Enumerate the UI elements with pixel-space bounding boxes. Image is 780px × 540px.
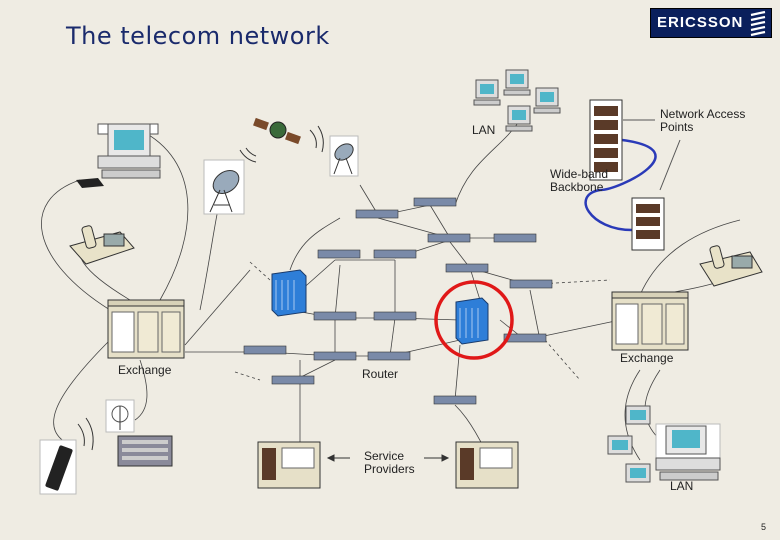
router-icon xyxy=(271,375,315,385)
computer-icon xyxy=(473,79,501,106)
router-icon xyxy=(503,333,547,343)
desktop-computer-icon xyxy=(655,423,721,481)
service-provider-server-left-icon xyxy=(257,441,321,489)
computer-icon xyxy=(625,463,651,483)
exchange-left-icon xyxy=(107,299,185,359)
router-icon xyxy=(367,351,411,361)
link xyxy=(134,359,148,421)
computer-icon xyxy=(503,69,531,96)
satellite-dish-right-icon xyxy=(329,135,359,177)
router-icon xyxy=(373,249,417,259)
computer-icon xyxy=(505,105,533,132)
radio-waves-icon xyxy=(77,417,94,451)
mobile-phone-icon xyxy=(39,439,77,495)
link xyxy=(639,219,741,296)
router-icon xyxy=(313,351,357,361)
blue-server-center-icon xyxy=(455,297,489,345)
link xyxy=(53,339,111,446)
router-icon xyxy=(493,233,537,243)
link xyxy=(544,339,581,381)
dashed-links xyxy=(234,261,611,381)
nap-rack-top xyxy=(589,99,623,181)
wideband-backbone-label: Wide-band Backbone xyxy=(550,167,609,194)
computer-icon xyxy=(607,435,633,455)
signal-waves-icon xyxy=(239,125,324,163)
router-icon xyxy=(355,209,399,219)
service-provider-arrows xyxy=(326,454,450,462)
router-icon xyxy=(317,249,361,259)
link xyxy=(389,317,396,357)
link xyxy=(449,241,471,269)
router-units xyxy=(243,197,553,405)
exchange-right-label: Exchange xyxy=(620,351,674,365)
router-icon xyxy=(413,197,457,207)
link xyxy=(289,217,341,271)
link xyxy=(249,261,271,281)
service-providers-label: Service Providers xyxy=(364,449,415,476)
router-icon xyxy=(313,311,357,321)
network-access-points-label: Network Access Points xyxy=(660,107,746,134)
link xyxy=(334,264,341,319)
link xyxy=(624,369,641,461)
router-icon xyxy=(445,263,489,273)
exchange-right-icon xyxy=(611,291,689,351)
exchange-left-label: Exchange xyxy=(118,363,172,377)
telephone-left-icon xyxy=(69,225,135,265)
link xyxy=(234,371,261,381)
base-station-icon xyxy=(117,435,173,467)
page-number: 5 xyxy=(760,522,766,532)
lan-top-label: LAN xyxy=(472,123,496,137)
nap-rack-bottom xyxy=(631,197,665,251)
cell-tower-icon xyxy=(105,399,135,433)
link xyxy=(184,269,251,346)
router-icon xyxy=(243,345,287,355)
link xyxy=(139,129,189,301)
link xyxy=(199,199,221,311)
router-icon xyxy=(427,233,471,243)
satellite-icon xyxy=(253,117,301,145)
satellite-dish-left-icon xyxy=(203,159,245,215)
lan-top-computers xyxy=(473,69,561,132)
modem-icon xyxy=(76,178,104,188)
logo-text: ERICSSON xyxy=(657,14,744,31)
wideband-backbone-line xyxy=(584,138,657,232)
blue-server-left-icon xyxy=(271,269,307,317)
computer-icon xyxy=(533,87,561,114)
highlight-circle xyxy=(434,280,514,360)
lan-bottom-computers xyxy=(607,405,721,483)
link xyxy=(469,267,481,301)
ericsson-logo: ERICSSON xyxy=(650,8,772,38)
ericsson-stripes-icon xyxy=(750,10,766,37)
computer-icon xyxy=(625,405,651,425)
router-icon xyxy=(509,279,553,289)
link xyxy=(529,289,541,341)
slide-title: The telecom network xyxy=(66,22,330,50)
telephone-right-icon xyxy=(699,245,763,287)
link xyxy=(429,204,451,239)
lan-bottom-label: LAN xyxy=(670,479,694,493)
link xyxy=(41,179,111,311)
service-provider-server-right-icon xyxy=(455,441,519,489)
desktop-computer-icon xyxy=(97,123,161,179)
backbone-pointer-arrow xyxy=(659,139,681,191)
router-icon xyxy=(433,395,477,405)
router-label: Router xyxy=(362,367,399,381)
router-icon xyxy=(373,311,417,321)
